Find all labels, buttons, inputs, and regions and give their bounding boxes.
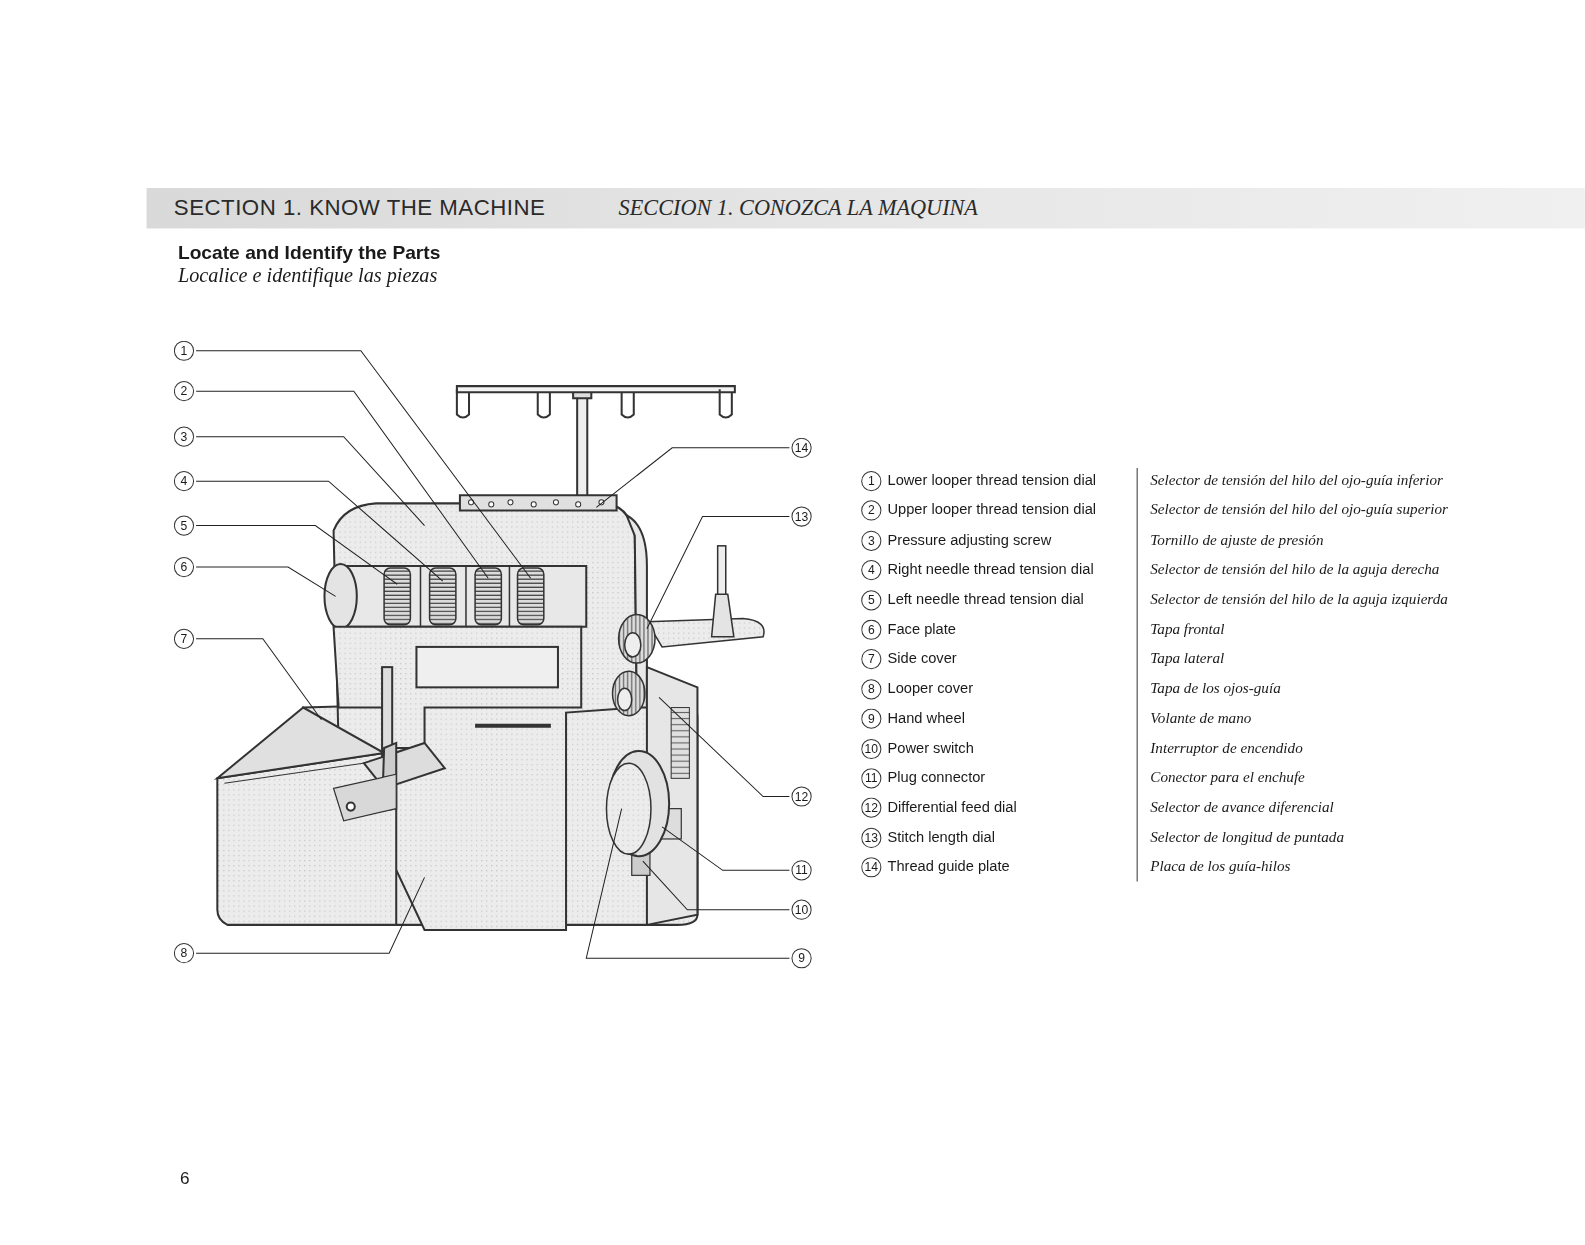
callout-number: 6: [174, 557, 194, 577]
callout-number: 7: [861, 649, 881, 669]
callout-number: 5: [861, 590, 881, 610]
part-name: Tornillo de ajuste de presión: [1150, 531, 1323, 548]
part-name: Hand wheel: [887, 710, 964, 726]
callout-number: 12: [791, 786, 811, 806]
callout-number: 8: [174, 943, 194, 963]
part-name: Tapa de los ojos-guía: [1150, 680, 1280, 697]
part-name: Placa de los guía-hilos: [1150, 858, 1290, 875]
callout-number: 3: [174, 427, 194, 447]
callout-number: 9: [791, 948, 811, 968]
part-name: Looper cover: [887, 680, 973, 696]
part-name: Plug connector: [887, 769, 985, 785]
part-name: Selector de tensión del hilo de la aguja…: [1150, 591, 1448, 608]
section-heading: SECCION 1. CONOZCA LA MAQUINA: [619, 195, 978, 221]
part-name: Tapa frontal: [1150, 621, 1224, 638]
part-name: Interruptor de encendido: [1150, 739, 1302, 756]
callout-number: 4: [861, 560, 881, 580]
part-name: Selector de tensión del hilo del ojo-guí…: [1150, 502, 1448, 519]
part-name: Differential feed dial: [887, 799, 1016, 815]
part-name: Tapa lateral: [1150, 650, 1224, 667]
part-name: Lower looper thread tension dial: [887, 472, 1096, 488]
part-name: Face plate: [887, 621, 955, 637]
part-name: Upper looper thread tension dial: [887, 502, 1096, 518]
part-name: Conector para el enchufe: [1150, 769, 1305, 786]
callout-number: 12: [861, 798, 881, 818]
callout-number: 1: [861, 471, 881, 491]
part-name: Power switch: [887, 739, 973, 755]
page-number: 6: [180, 1168, 190, 1188]
callout-number: 5: [174, 516, 194, 536]
page-subheading: Locate and Identify the Parts: [178, 242, 441, 264]
page-subheading: Localice e identifique las piezas: [178, 264, 437, 287]
header-band: [147, 188, 1585, 228]
callout-number: 13: [861, 828, 881, 848]
callout-number: 11: [791, 860, 811, 880]
leader-lines: [196, 351, 789, 958]
part-name: Selector de tensión del hilo de la aguja…: [1150, 561, 1439, 578]
part-name: Stitch length dial: [887, 829, 995, 845]
machine-body: [217, 495, 697, 930]
section-heading: SECTION 1. KNOW THE MACHINE: [174, 195, 546, 221]
callout-number: 1: [174, 341, 194, 361]
callout-number: 2: [861, 501, 881, 521]
callout-number: 14: [791, 438, 811, 458]
callout-number: 6: [861, 620, 881, 640]
callout-number: 13: [791, 506, 811, 526]
callout-number: 2: [174, 381, 194, 401]
callout-number: 10: [791, 900, 811, 920]
column-divider: [1137, 468, 1138, 881]
callout-number: 7: [174, 629, 194, 649]
callout-number: 9: [861, 709, 881, 729]
right-dials: [606, 615, 669, 857]
callout-number: 10: [861, 738, 881, 758]
callout-number: 4: [174, 471, 194, 491]
part-name: Pressure adjusting screw: [887, 531, 1051, 547]
spool-holder: [647, 546, 764, 647]
callout-number: 11: [861, 768, 881, 788]
tension-dials: [384, 566, 544, 627]
part-name: Side cover: [887, 650, 956, 666]
part-name: Volante de mano: [1150, 710, 1251, 727]
part-name: Selector de tensión del hilo del ojo-guí…: [1150, 472, 1443, 489]
callout-number: 3: [861, 530, 881, 550]
part-name: Left needle thread tension dial: [887, 591, 1083, 607]
part-name: Selector de longitud de puntada: [1150, 829, 1344, 846]
part-name: Selector de avance diferencial: [1150, 799, 1333, 816]
part-name: Thread guide plate: [887, 858, 1009, 874]
callout-number: 14: [861, 857, 881, 877]
callout-number: 8: [861, 679, 881, 699]
part-name: Right needle thread tension dial: [887, 561, 1093, 577]
